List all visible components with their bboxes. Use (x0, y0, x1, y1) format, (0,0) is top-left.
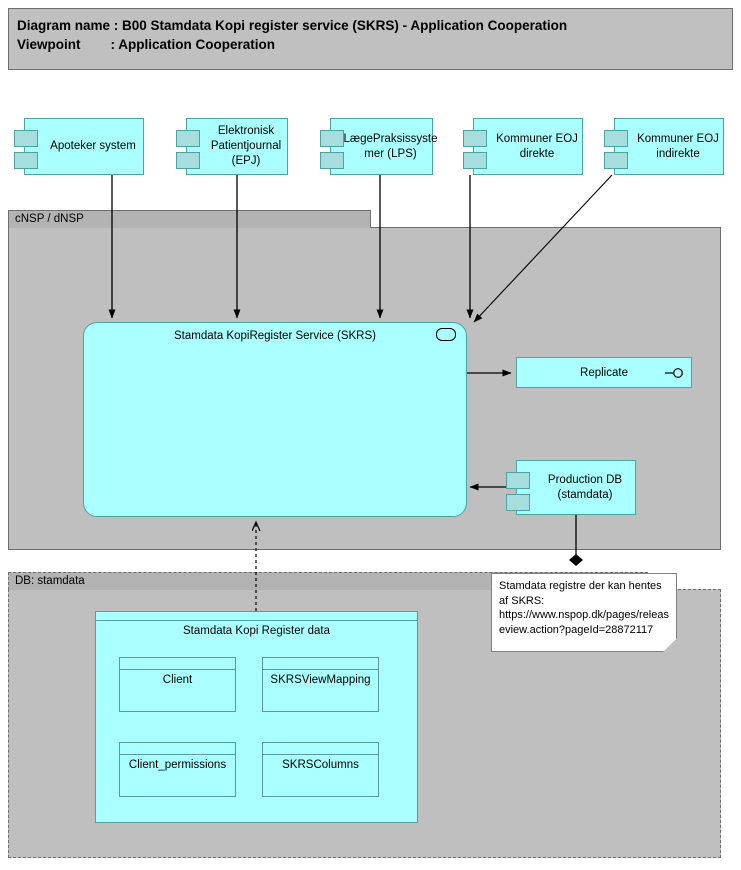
entity-header-bar (263, 743, 378, 755)
lollipop-interface-icon (665, 367, 683, 378)
component-tab-icon (506, 494, 530, 511)
component-tab-icon (604, 152, 628, 169)
entity-label: SKRSViewMapping (270, 674, 371, 686)
component-production-db-stamdata[interactable]: Production DB (stamdata) (506, 460, 636, 515)
component-kommuner-eoj-indirekte[interactable]: Kommuner EOJ indirekte (604, 118, 724, 175)
entity-label: Client (162, 674, 193, 686)
service-label: Stamdata KopiRegister Service (SKRS) (174, 330, 376, 342)
component-tab-icon (14, 130, 38, 147)
note-text: Stamdata registre der kan hentes af SKRS… (499, 580, 669, 636)
service-replicate[interactable]: Replicate (516, 357, 692, 388)
viewpoint-line: Viewpoint : Application Cooperation (17, 37, 276, 52)
entity-header-bar (120, 658, 235, 670)
component-laegepraksissystemer-lps[interactable]: LægePraksissyste mer (LPS) (320, 118, 437, 175)
entity-client[interactable]: Client (119, 657, 236, 712)
group-cnsp-dnsp-label: cNSP / dNSP (8, 210, 371, 228)
entity-label: SKRSColumns (282, 759, 359, 771)
component-tab-icon (14, 152, 38, 169)
replicate-label: Replicate (580, 366, 628, 379)
component-tab-icon (463, 130, 487, 147)
component-elektronisk-patientjournal[interactable]: Elektronisk Patientjournal (EPJ) (176, 118, 288, 175)
entity-label: Client_permissions (128, 759, 227, 771)
data-group-header-bar (96, 612, 417, 621)
component-label: Kommuner EOJ indirekte (637, 132, 719, 160)
entity-skrscolumns[interactable]: SKRSColumns (262, 742, 379, 797)
diagram-name-line: Diagram name : B00 Stamdata Kopi registe… (17, 18, 568, 33)
entity-client-permissions[interactable]: Client_permissions (119, 742, 236, 797)
component-tab-icon (604, 130, 628, 147)
annotation-note: Stamdata registre der kan hentes af SKRS… (491, 573, 677, 652)
data-group-title: Stamdata Kopi Register data (182, 625, 331, 637)
component-tab-icon (506, 472, 530, 489)
provided-interface-icon (436, 328, 456, 341)
component-tab-icon (320, 152, 344, 169)
note-fold-corner (663, 638, 677, 652)
data-group-stamdata-kopi-register[interactable]: Stamdata Kopi Register data (95, 611, 418, 823)
component-tab-icon (320, 130, 344, 147)
service-stamdata-kopiregister-skrs[interactable]: Stamdata KopiRegister Service (SKRS) (83, 322, 467, 517)
component-label: Apoteker system (50, 140, 136, 152)
component-label: Kommuner EOJ direkte (496, 132, 578, 160)
diagram-title-block: Diagram name : B00 Stamdata Kopi registe… (8, 8, 733, 70)
component-label: Elektronisk Patientjournal (EPJ) (210, 125, 282, 167)
entity-skrsviewmapping[interactable]: SKRSViewMapping (262, 657, 379, 712)
component-label: Production DB (stamdata) (547, 473, 623, 501)
component-tab-icon (463, 152, 487, 169)
group-db-stamdata-label: DB: stamdata (8, 572, 648, 590)
component-label: LægePraksissyste mer (LPS) (343, 132, 438, 160)
entity-header-bar (263, 658, 378, 670)
component-tab-icon (176, 152, 200, 169)
component-tab-icon (176, 130, 200, 147)
component-apoteker-system[interactable]: Apoteker system (14, 118, 144, 175)
component-kommuner-eoj-direkte[interactable]: Kommuner EOJ direkte (463, 118, 583, 175)
entity-header-bar (120, 743, 235, 755)
